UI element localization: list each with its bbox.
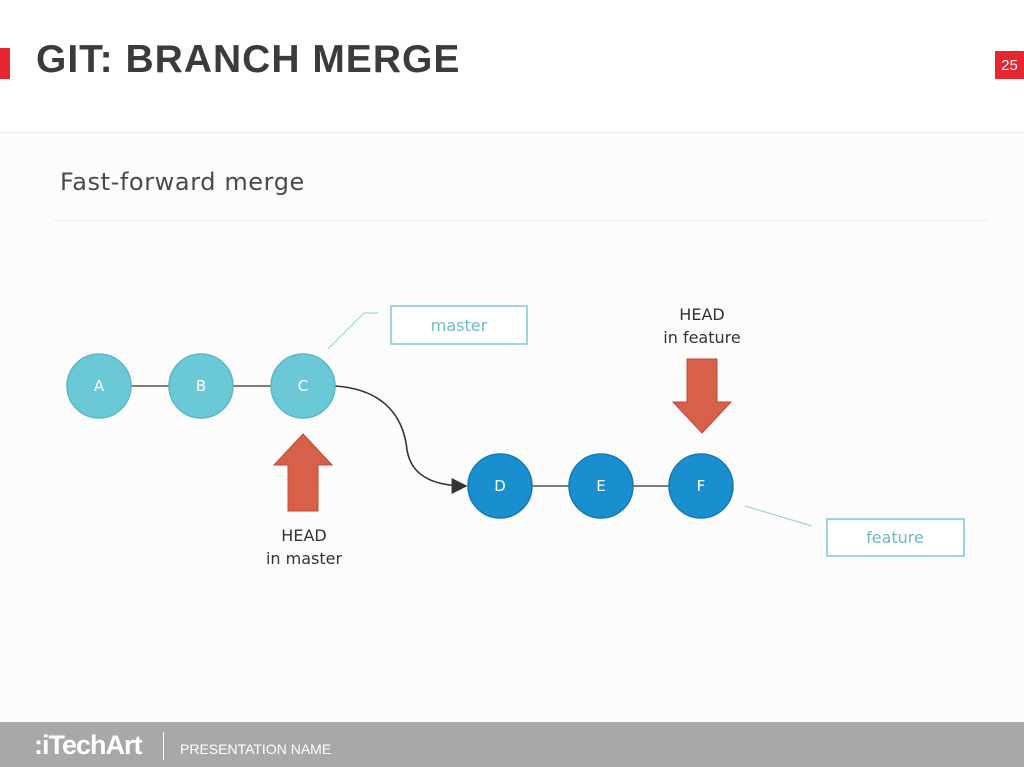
footer-separator <box>163 732 164 760</box>
commit-node-f <box>668 453 734 519</box>
head-master-arrow-icon <box>272 433 334 512</box>
head-master-line1: HEAD <box>281 526 326 545</box>
commit-node-e <box>568 453 634 519</box>
head-master-line2: in master <box>266 549 343 568</box>
commit-node-a <box>66 353 132 419</box>
head-feature-line2: in feature <box>663 328 740 347</box>
feature-branch-label: feature <box>866 528 924 547</box>
subtitle-divider <box>54 220 988 221</box>
master-branch-box <box>390 305 528 345</box>
commit-label-f: F <box>697 477 706 495</box>
commit-node-d <box>467 453 533 519</box>
commit-label-e: E <box>596 477 605 495</box>
commit-label-d: D <box>494 477 506 495</box>
master-connector <box>327 312 365 350</box>
commit-label-c: C <box>298 377 308 395</box>
head-feature-line1: HEAD <box>679 305 724 324</box>
edge-c-d-curve <box>334 385 468 494</box>
commit-node-c <box>270 353 336 419</box>
itechart-logo: :iTechArt <box>34 730 143 760</box>
footer-bar <box>0 722 1024 767</box>
feature-branch-box <box>826 518 965 557</box>
content-panel <box>0 133 1024 723</box>
master-branch-label: master <box>431 316 488 335</box>
slide-title: GIT: BRANCH MERGE <box>36 38 461 81</box>
presentation-name: PRESENTATION NAME <box>180 741 332 757</box>
title-accent-bar <box>0 48 10 79</box>
header-divider <box>0 132 1024 133</box>
diagram-subtitle: Fast-forward merge <box>60 168 305 196</box>
commit-label-b: B <box>196 377 206 395</box>
page-number-badge: 25 <box>995 51 1024 79</box>
feature-connector <box>744 505 813 527</box>
commit-label-a: A <box>94 377 105 395</box>
head-feature-arrow-icon <box>671 358 733 434</box>
commit-node-b <box>168 353 234 419</box>
